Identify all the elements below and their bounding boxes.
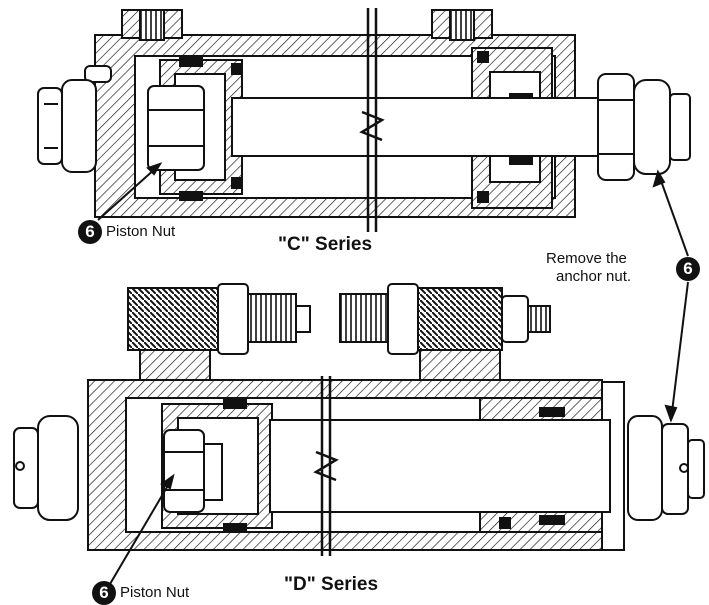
c-series-cylinder xyxy=(37,8,691,232)
d-piston-nut-callout-badge: 6 xyxy=(92,581,116,605)
c-series-title: "C" Series xyxy=(278,234,373,255)
c-piston-nut-label: Piston Nut xyxy=(106,223,176,240)
d-piston-nut-label: Piston Nut xyxy=(120,584,190,601)
d-series-title: "D" Series xyxy=(284,574,379,595)
anchor-note-line1: Remove the xyxy=(546,250,627,267)
anchor-nut-callout-badge: 6 xyxy=(676,257,700,281)
c-piston-nut-callout-badge: 6 xyxy=(78,220,102,244)
d-series-cylinder xyxy=(13,283,705,556)
callout-leaders xyxy=(97,162,689,585)
anchor-note-line2: anchor nut. xyxy=(556,268,632,285)
